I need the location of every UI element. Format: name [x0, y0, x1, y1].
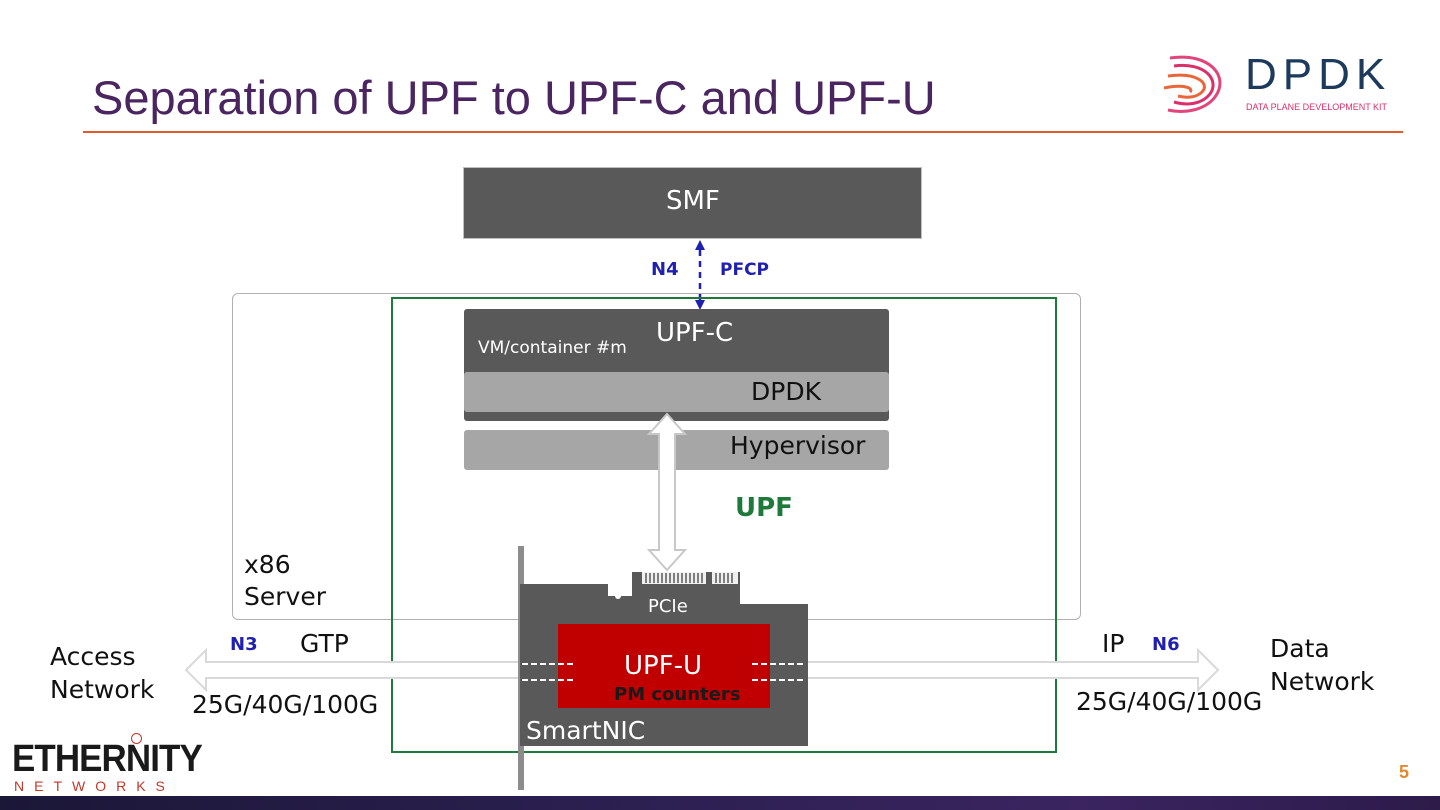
n6-label: N6	[1152, 634, 1180, 655]
right-speed-label: 25G/40G/100G	[1076, 687, 1263, 716]
pfcp-label: PFCP	[720, 260, 770, 280]
n3-label: N3	[230, 634, 258, 655]
gtp-label: GTP	[300, 629, 349, 658]
pm-counters-label: PM counters	[614, 684, 741, 705]
dpdk-layer-label: DPDK	[751, 377, 821, 406]
dpdk-swirl-icon	[1163, 55, 1222, 113]
hypervisor-label: Hypervisor	[730, 431, 866, 460]
data-network-label-line2: Network	[1270, 667, 1375, 696]
ethernity-logo-subtext: NETWORKS	[14, 778, 175, 794]
footer-bar	[0, 796, 1440, 810]
upf-u-label: UPF-U	[624, 651, 703, 681]
ethernity-logo-dot-icon	[131, 733, 142, 744]
n4-interface-arrow	[695, 240, 705, 310]
ethernity-logo: ETHERNITY NETWORKS	[12, 732, 203, 796]
upf-label: UPF	[735, 493, 793, 523]
dpdk-logo-text: DPDK	[1245, 50, 1392, 99]
dpdk-layer	[464, 372, 889, 412]
n4-label: N4	[651, 259, 679, 280]
smf-box	[463, 167, 922, 239]
smartnic-card	[518, 546, 808, 790]
ethernity-logo-wordmark: ETHERNITY	[12, 738, 203, 780]
vm-container-label: VM/container #m	[478, 338, 627, 358]
pcie-data-path-arrow	[647, 412, 687, 572]
dpdk-logo-tagline: DATA PLANE DEVELOPMENT KIT	[1246, 102, 1388, 112]
hypervisor-layer	[464, 430, 889, 470]
data-network-label-line1: Data	[1270, 634, 1330, 663]
left-speed-label: 25G/40G/100G	[192, 690, 379, 719]
access-network-label-line2: Network	[50, 675, 155, 704]
upf-outline	[391, 297, 1057, 753]
x86-server-label-line2: Server	[244, 582, 326, 611]
smf-label: SMF	[666, 186, 720, 216]
pcie-label: PCIe	[648, 596, 688, 617]
ip-label: IP	[1102, 629, 1125, 658]
dpdk-logo: DPDK DATA PLANE DEVELOPMENT KIT	[1160, 50, 1405, 118]
upf-c-label: UPF-C	[656, 318, 734, 348]
access-network-label-line1: Access	[50, 642, 136, 671]
x86-server-label-line1: x86	[244, 550, 291, 579]
title-underline	[83, 131, 1403, 133]
page-number: 5	[1399, 762, 1410, 782]
slide-title: Separation of UPF to UPF-C and UPF-U	[92, 71, 936, 124]
smartnic-label: SmartNIC	[526, 716, 646, 745]
